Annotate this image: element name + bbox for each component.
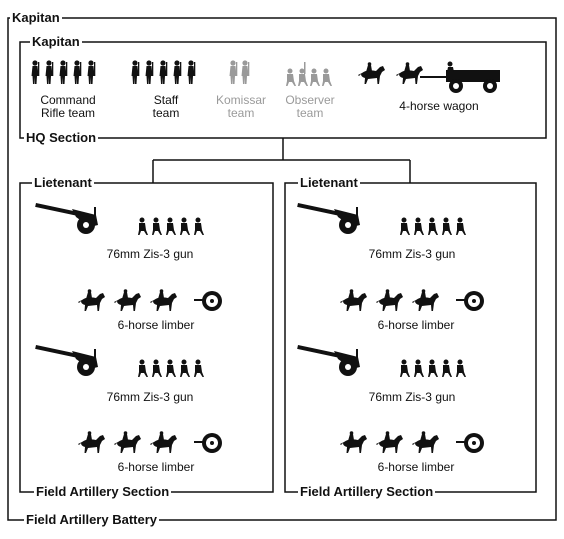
section2-name-label: Field Artillery Section [298,484,436,499]
section2-limber-icon-1 [340,289,484,311]
hq-team-label-komissar: Komissar team [215,93,266,120]
section1-limber-icon-2 [78,431,222,453]
section1-unit-label-4: 6-horse limber [117,460,195,474]
hq-team-label-staff: Staff team [152,93,180,120]
section1-gun-icon-2 [35,345,204,377]
section2-commander-label: Lietenant [298,175,360,190]
section2-gun-icon-2 [297,345,466,377]
section2-unit-label-1: 76mm Zis-3 gun [368,247,456,261]
section1-unit-label-2: 6-horse limber [117,318,195,332]
hq-team-label-command: Command Rifle team [40,93,96,120]
hq-team-label-observer: Observer team [285,93,335,120]
section2-unit-label-2: 6-horse limber [377,318,455,332]
battery-commander-label: Kapitan [10,10,62,25]
four-horse-wagon-icon [358,61,500,93]
section1-unit-label-1: 76mm Zis-3 gun [106,247,194,261]
hq-team-label-wagon: 4-horse wagon [399,99,479,113]
command-rifle-team-icon [31,60,96,84]
section2-unit-label-4: 6-horse limber [377,460,455,474]
observer-team-icon [286,62,332,86]
hq-commander-label: Kapitan [30,34,82,49]
section1-unit-label-3: 76mm Zis-3 gun [106,390,194,404]
section1-commander-label: Lietenant [32,175,94,190]
hq-section-label: HQ Section [24,130,99,145]
section1-name-label: Field Artillery Section [34,484,172,499]
section1-gun-icon-1 [35,203,204,235]
battery-name-label: Field Artillery Battery [24,512,160,527]
section2-gun-icon-1 [297,203,466,235]
section2-limber-icon-2 [340,431,484,453]
staff-team-icon [131,60,196,84]
komissar-team-icon [229,60,250,84]
section2-unit-label-3: 76mm Zis-3 gun [368,390,456,404]
section1-limber-icon-1 [78,289,222,311]
